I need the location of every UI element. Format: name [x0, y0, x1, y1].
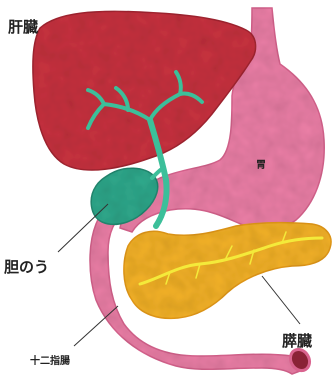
duodenum-label: 十二指腸	[30, 352, 70, 367]
liver	[33, 11, 256, 170]
pancreas-leader-line	[262, 276, 300, 324]
pancreas	[124, 223, 331, 319]
pancreas-label: 膵臓	[282, 330, 312, 351]
gallbladder-label: 胆のう	[4, 256, 49, 277]
liver-label: 肝臓	[8, 16, 38, 37]
stomach-label: 胃	[256, 156, 266, 171]
